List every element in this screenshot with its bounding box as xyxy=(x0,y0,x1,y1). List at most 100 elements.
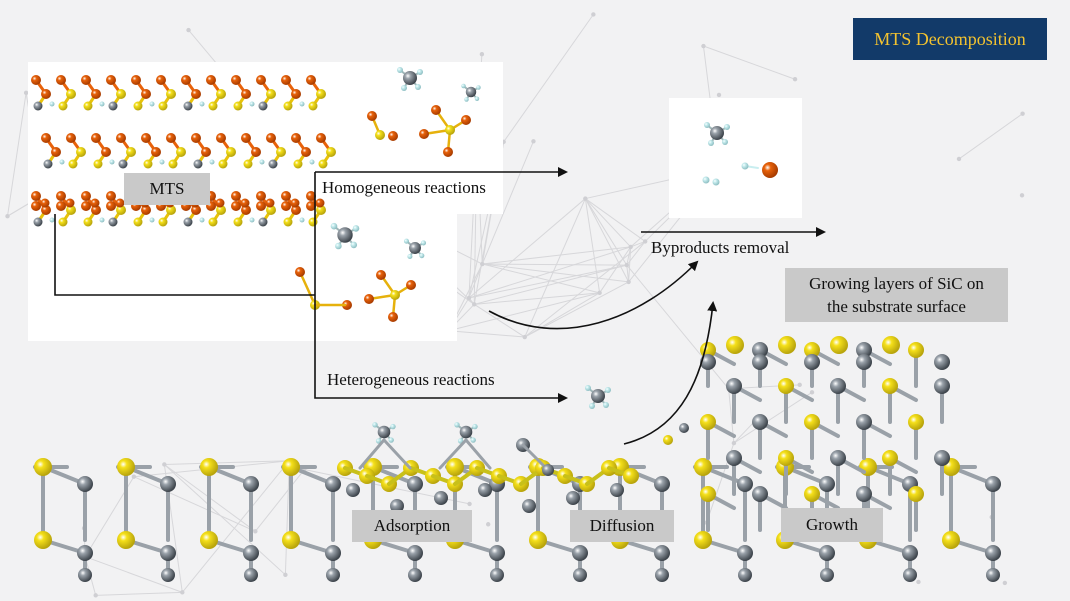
growth-layer xyxy=(700,336,950,532)
network-node xyxy=(1020,111,1025,116)
network-node xyxy=(701,43,706,49)
atom-cl xyxy=(256,75,266,85)
atom-cl xyxy=(388,312,398,322)
atom-cl xyxy=(419,129,429,139)
atom-h xyxy=(59,159,65,165)
atom-cl xyxy=(241,133,251,143)
atom-cl xyxy=(216,133,226,143)
atom-cl xyxy=(364,294,374,304)
atom-c xyxy=(573,568,587,582)
network-line xyxy=(626,264,729,390)
atom-c xyxy=(902,545,918,561)
atom-c xyxy=(268,159,278,169)
atom-c xyxy=(108,101,118,111)
atom-h xyxy=(415,84,421,90)
bond xyxy=(358,438,386,470)
atom-si xyxy=(66,89,76,99)
atom-cl xyxy=(191,89,201,99)
atom-cl xyxy=(206,75,216,85)
atom-h xyxy=(712,178,720,186)
atom-c xyxy=(710,126,724,140)
atom-cl xyxy=(306,75,316,85)
growing-layers-line1: Growing layers of SiC on xyxy=(809,274,984,293)
atom-h xyxy=(249,217,255,223)
atom-si xyxy=(143,159,153,169)
atom-cl xyxy=(406,280,416,290)
network-line xyxy=(503,14,594,143)
network-line xyxy=(482,246,631,265)
atom-si xyxy=(233,101,243,111)
atom-si xyxy=(282,458,300,476)
atom-cl xyxy=(66,133,76,143)
atom-c xyxy=(591,389,605,403)
atom-c xyxy=(654,476,670,492)
atom-c xyxy=(258,217,268,227)
atom-c xyxy=(856,342,872,358)
atom-h xyxy=(461,83,466,89)
atom-si xyxy=(282,531,300,549)
atom-si xyxy=(318,159,328,169)
atom-cl xyxy=(41,133,51,143)
atom-cl xyxy=(51,147,61,157)
atom-c xyxy=(409,242,421,254)
atom-h xyxy=(299,217,305,223)
atom-cl xyxy=(106,75,116,85)
network-line xyxy=(448,292,600,332)
network-line xyxy=(626,265,630,282)
chlorine-atom xyxy=(762,162,778,178)
atom-c xyxy=(610,483,624,497)
atom-h xyxy=(149,101,155,107)
network-node xyxy=(23,90,29,96)
methyl-molecule xyxy=(704,122,730,146)
network-node xyxy=(809,390,815,395)
atom-si xyxy=(778,378,794,394)
atom-h xyxy=(372,422,378,428)
atom-si xyxy=(34,458,52,476)
network-line xyxy=(284,460,290,575)
atom-h xyxy=(375,438,382,444)
atom-h xyxy=(330,222,338,230)
network-line xyxy=(524,292,600,338)
atom-c xyxy=(33,217,43,227)
atom-cl xyxy=(31,191,41,201)
atom-cl xyxy=(156,75,166,85)
atom-c xyxy=(566,491,580,505)
atom-si xyxy=(700,486,716,502)
network-line xyxy=(733,391,813,444)
atom-h xyxy=(419,253,425,259)
atom-si xyxy=(700,414,716,430)
atom-cl xyxy=(191,205,201,215)
atom-si xyxy=(200,531,218,549)
atom-cl xyxy=(443,147,453,157)
atom-h xyxy=(603,402,609,408)
atom-h xyxy=(299,101,305,107)
atom-si xyxy=(93,159,103,169)
atom-c xyxy=(654,545,670,561)
atom-c xyxy=(522,499,536,513)
network-line xyxy=(584,198,632,248)
atom-h xyxy=(249,101,255,107)
atom-cl xyxy=(141,89,151,99)
atom-si xyxy=(908,414,924,430)
atom-h xyxy=(401,85,407,91)
atom-c xyxy=(490,568,504,582)
atom-si xyxy=(266,89,276,99)
atom-h xyxy=(388,437,394,443)
bond xyxy=(382,438,412,470)
atom-h xyxy=(605,387,611,393)
network-line xyxy=(95,591,183,596)
atom-cl xyxy=(231,191,241,201)
mts-label: MTS xyxy=(124,173,210,205)
atom-h xyxy=(708,140,714,146)
atom-cl xyxy=(281,191,291,201)
network-line xyxy=(958,113,1023,160)
atom-si xyxy=(308,217,318,227)
atom-cl xyxy=(116,133,126,143)
network-line xyxy=(468,198,586,299)
atom-si xyxy=(882,450,898,466)
byproducts-removal-label: Byproducts removal xyxy=(651,238,790,257)
homogeneous-panel xyxy=(28,214,457,341)
atom-cl xyxy=(101,147,111,157)
network-node xyxy=(531,139,536,144)
atom-c xyxy=(830,378,846,394)
